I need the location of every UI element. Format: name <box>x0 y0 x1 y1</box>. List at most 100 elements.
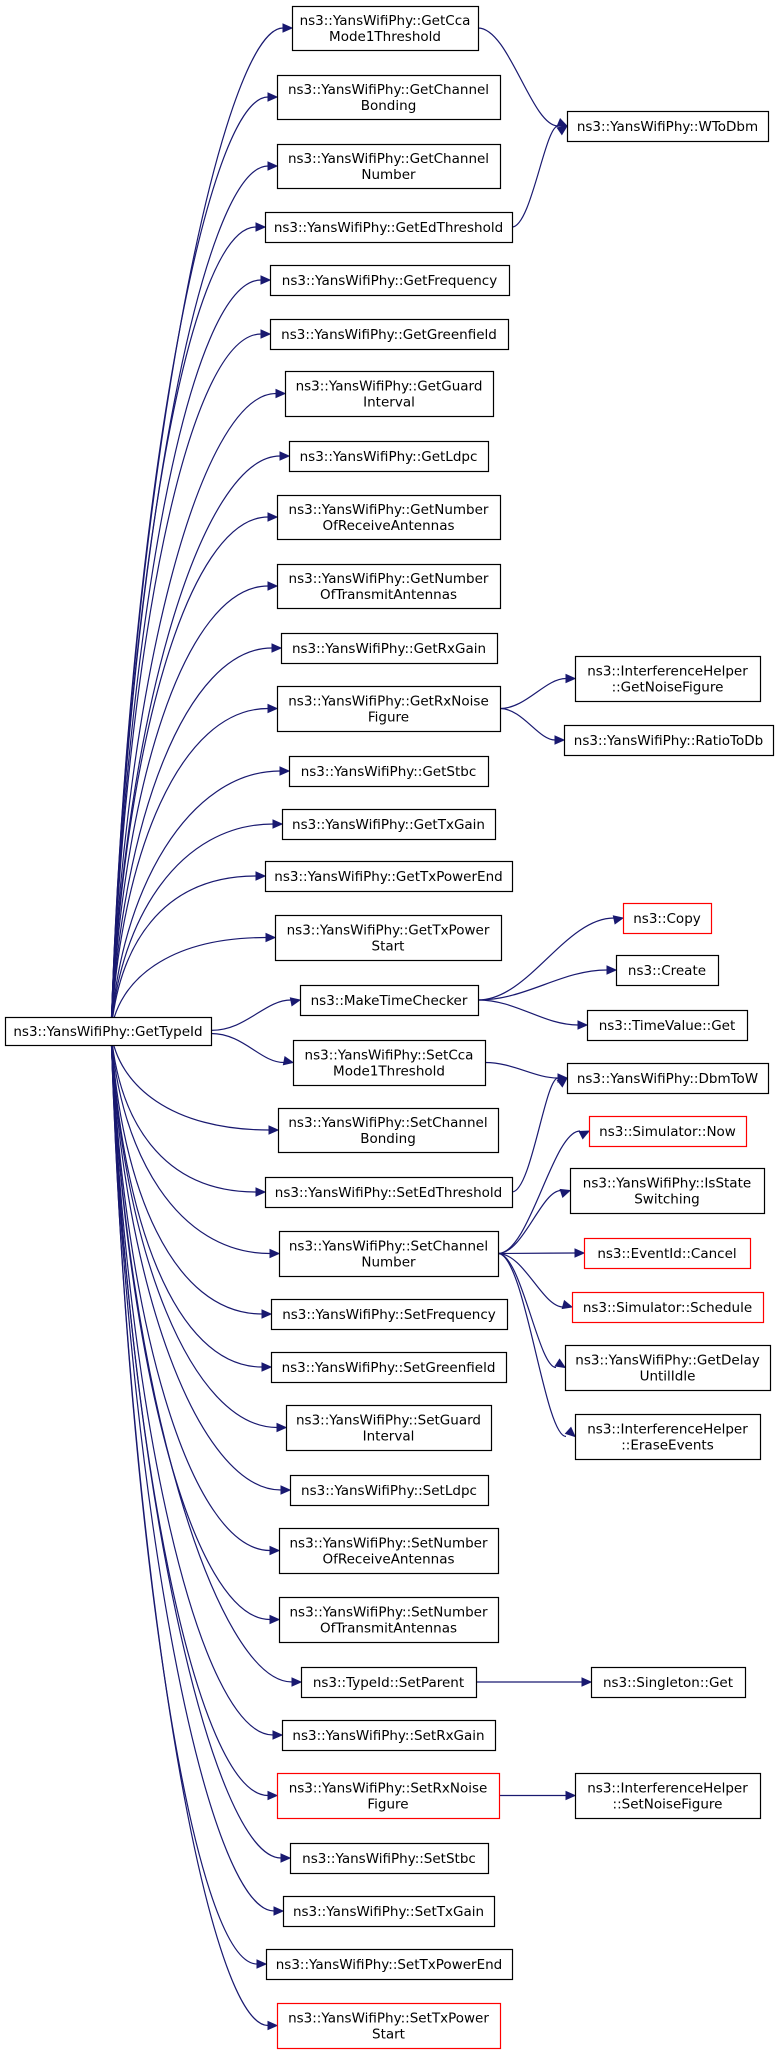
function-node[interactable]: ns3::YansWifiPhy::GetEdThreshold <box>264 211 514 244</box>
node-label: Bonding <box>360 1131 416 1147</box>
edge-line <box>497 1189 562 1255</box>
function-node[interactable]: ns3::TypeId::SetParent <box>300 1666 478 1699</box>
node-label: ns3::YansWifiPhy::RatioToDb <box>574 733 763 749</box>
function-node[interactable]: ns3::Copy <box>622 902 713 935</box>
node-label: Interval <box>363 1429 415 1445</box>
node-box <box>300 1666 478 1699</box>
function-node[interactable]: ns3::YansWifiPhy::DbmToW <box>566 1062 770 1095</box>
node-label: ns3::YansWifiPhy::SetStbc <box>302 1851 476 1867</box>
function-node[interactable]: ns3::YansWifiPhy::SetRxGain <box>281 1719 497 1752</box>
node-box <box>264 860 514 893</box>
node-label: ::GetNoiseFigure <box>612 680 724 696</box>
node-box <box>590 1666 747 1699</box>
function-node[interactable]: ns3::YansWifiPhy::SetNumberOfTransmitAnt… <box>278 1596 500 1644</box>
arrowhead <box>267 92 279 102</box>
call-edge <box>110 1031 292 1495</box>
arrowhead <box>267 2020 279 2031</box>
function-node[interactable]: ns3::Simulator::Now <box>588 1115 748 1148</box>
node-box <box>291 5 480 52</box>
call-edge <box>110 1031 281 1625</box>
node-label: ns3::YansWifiPhy::GetRxGain <box>292 641 486 657</box>
call-edge <box>110 1031 273 1319</box>
function-node[interactable]: ns3::YansWifiPhy::SetLdpc <box>289 1474 490 1507</box>
function-node[interactable]: ns3::InterferenceHelper::GetNoiseFigure <box>574 655 762 703</box>
arrowhead <box>574 1248 586 1258</box>
function-node[interactable]: ns3::YansWifiPhy::GetRxGain <box>280 632 499 665</box>
edge-line <box>110 770 281 1033</box>
arrowhead <box>559 1188 572 1198</box>
node-label: ns3::Create <box>628 963 706 979</box>
arrowhead <box>273 1906 285 1916</box>
edge-line <box>110 1031 270 1131</box>
call-edge <box>110 1031 284 1740</box>
node-box <box>277 1107 500 1154</box>
call-edge <box>110 1031 279 2031</box>
node-box <box>574 1413 762 1461</box>
function-node[interactable]: ns3::InterferenceHelper::EraseEvents <box>574 1413 762 1461</box>
function-node[interactable]: ns3::YansWifiPhy::GetFrequency <box>269 264 511 297</box>
function-node[interactable]: ns3::TimeValue::Get <box>586 1009 749 1042</box>
node-box <box>276 685 502 733</box>
node-box <box>276 74 502 121</box>
function-node[interactable]: ns3::YansWifiPhy::SetStbc <box>289 1842 490 1875</box>
function-node[interactable]: ns3::MakeTimeChecker <box>299 984 480 1017</box>
function-node[interactable]: ns3::YansWifiPhy::SetTxPowerEnd <box>265 1948 514 1981</box>
function-node[interactable]: ns3::YansWifiPhy::GetStbc <box>288 755 490 788</box>
edge-line <box>110 1031 271 1552</box>
function-node[interactable]: ns3::YansWifiPhy::GetNumberOfTransmitAnt… <box>276 563 502 610</box>
node-box <box>571 1291 765 1324</box>
arrowhead <box>280 1853 292 1863</box>
function-node[interactable]: ns3::YansWifiPhy::SetEdThreshold <box>264 1176 514 1209</box>
call-edge <box>110 222 267 1033</box>
function-node[interactable]: ns3::YansWifiPhy::GetTypeId <box>4 1016 213 1047</box>
function-node[interactable]: ns3::YansWifiPhy::SetNumberOfReceiveAnte… <box>278 1527 500 1575</box>
call-edge <box>210 1032 295 1066</box>
node-box <box>278 1230 500 1278</box>
function-node[interactable]: ns3::Singleton::Get <box>590 1666 747 1699</box>
node-label: OfTransmitAntennas <box>320 1621 457 1637</box>
edge-line <box>110 585 269 1033</box>
node-label: UntilIdle <box>640 1369 696 1385</box>
function-node[interactable]: ns3::InterferenceHelper::SetNoiseFigure <box>574 1772 762 1820</box>
function-node[interactable]: ns3::YansWifiPhy::GetGreenfield <box>269 318 510 351</box>
call-edge <box>110 1031 288 1433</box>
function-node[interactable]: ns3::Simulator::Schedule <box>571 1291 765 1324</box>
function-nodes: ns3::YansWifiPhy::GetTypeIdns3::YansWifi… <box>4 5 775 2050</box>
function-node[interactable]: ns3::YansWifiPhy::SetTxGain <box>282 1895 496 1928</box>
function-node[interactable]: ns3::YansWifiPhy::SetGreenfield <box>270 1351 508 1384</box>
call-edge <box>110 1031 280 1135</box>
function-node[interactable]: ns3::YansWifiPhy::WToDbm <box>566 110 770 143</box>
function-node[interactable]: ns3::EventId::Cancel <box>583 1237 752 1270</box>
function-node[interactable]: ns3::YansWifiPhy::SetFrequency <box>270 1298 509 1331</box>
function-node[interactable]: ns3::YansWifiPhy::GetTxPowerEnd <box>264 860 514 893</box>
arrowhead <box>269 1545 281 1556</box>
node-label: Bonding <box>361 98 417 114</box>
arrowhead <box>268 1125 280 1135</box>
node-label: ns3::YansWifiPhy::GetCca <box>300 13 471 29</box>
function-node[interactable]: ns3::YansWifiPhy::GetTxGain <box>281 808 497 841</box>
call-edge <box>110 512 279 1033</box>
node-label: ns3::Simulator::Now <box>599 1124 736 1140</box>
function-node[interactable]: ns3::YansWifiPhy::RatioToDb <box>563 724 775 757</box>
function-node[interactable]: ns3::YansWifiPhy::GetNumberOfReceiveAnte… <box>276 494 502 541</box>
edge-line <box>110 96 269 1033</box>
node-label: OfReceiveAntennas <box>322 518 454 534</box>
function-node[interactable]: ns3::YansWifiPhy::GetLdpc <box>288 440 490 473</box>
edge-line <box>477 917 615 1001</box>
function-node[interactable]: ns3::Create <box>615 954 720 987</box>
node-label: ns3::YansWifiPhy::SetNumber <box>289 1605 487 1621</box>
